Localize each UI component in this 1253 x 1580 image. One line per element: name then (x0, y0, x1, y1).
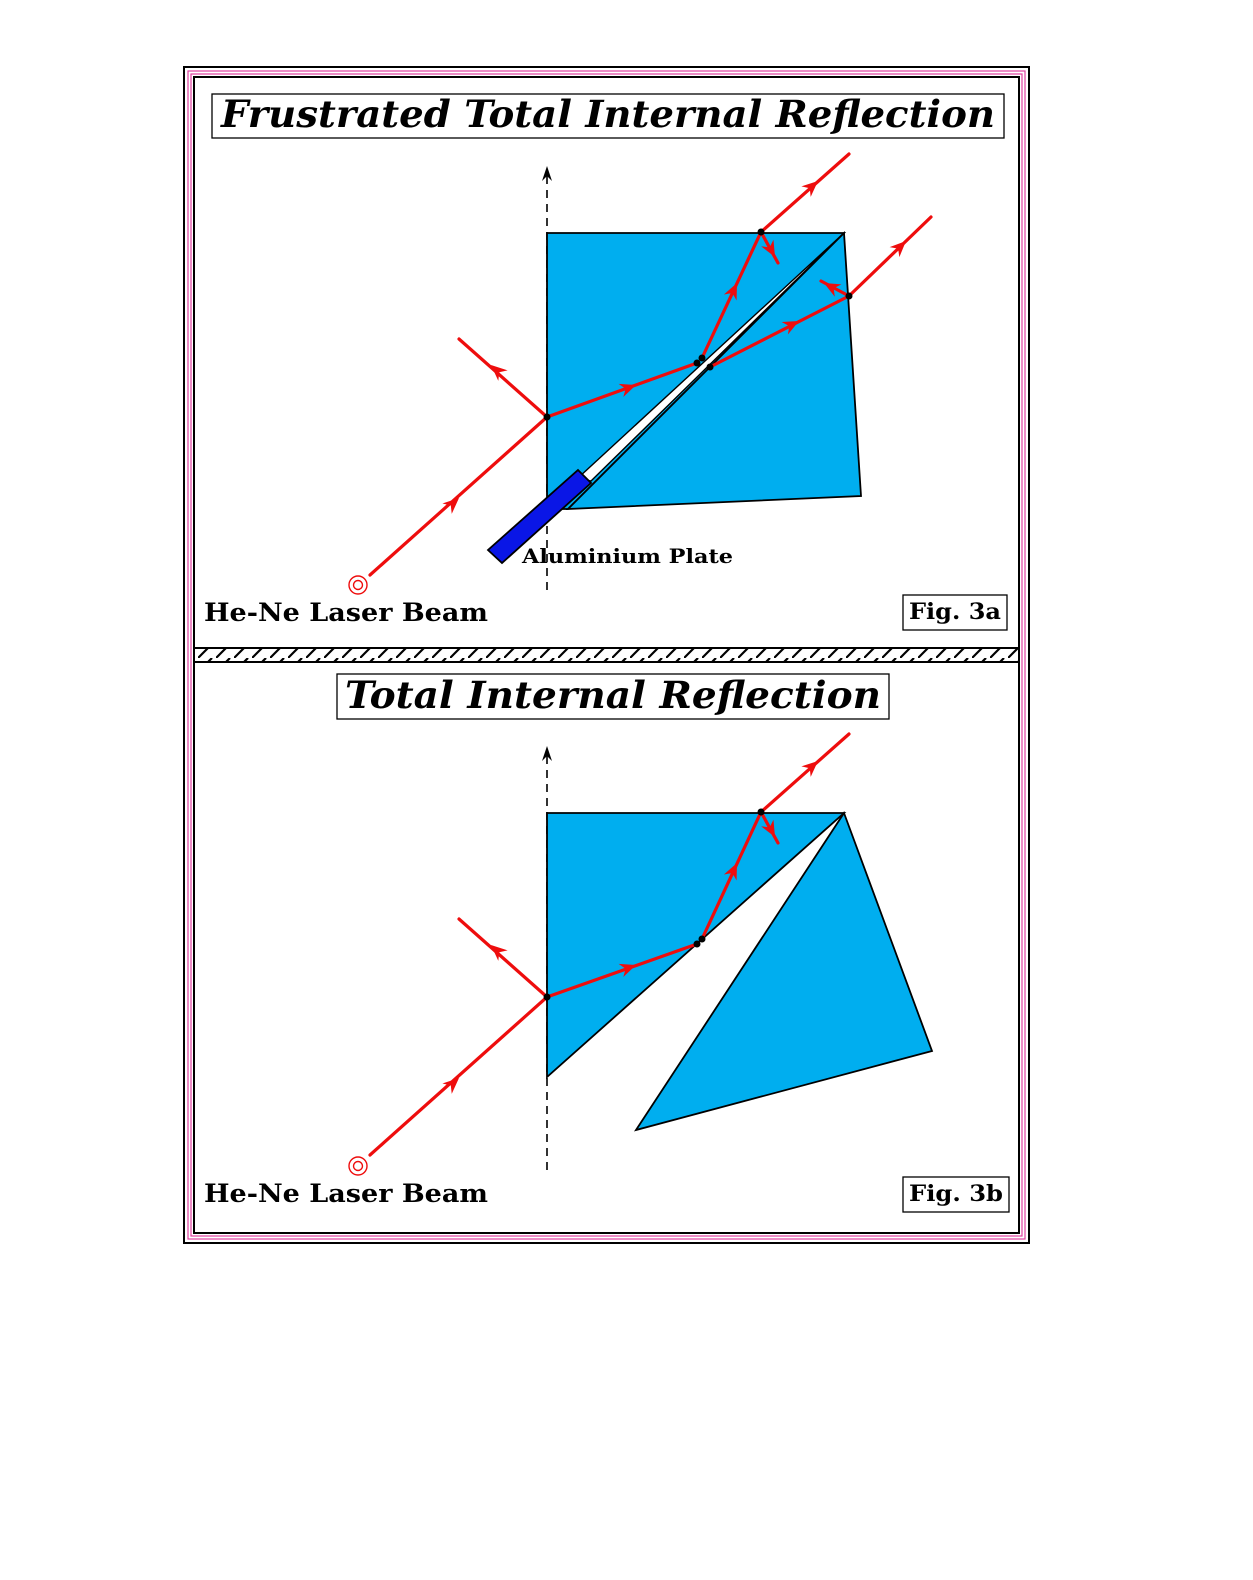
normal-axis-a (542, 166, 552, 590)
beam-arrowheads-b (442, 761, 818, 1094)
prism-right-b (633, 811, 934, 1132)
panel-a: Frustrated Total Internal Reflection Alu… (204, 92, 1008, 631)
aluminium-plate-label: Aluminium Plate (521, 544, 733, 568)
interface-points-a (543, 228, 853, 421)
panel-b: Total Internal Reflection (204, 673, 1010, 1213)
aluminium-plate (486, 468, 593, 565)
prism-right-a (565, 230, 862, 511)
beam-arrowheads-a (442, 181, 906, 514)
panel-a-title-box (211, 93, 1005, 139)
panel-b-figure-box (902, 1176, 1010, 1213)
panel-b-title-box (336, 673, 890, 720)
normal-axis-b (542, 746, 552, 1170)
panel-b-figure-label: Fig. 3b (909, 1181, 1003, 1207)
panel-a-figure-box (902, 594, 1008, 631)
panel-a-title: Frustrated Total Internal Reflection (220, 92, 995, 136)
panel-a-source-label: He-Ne Laser Beam (204, 598, 488, 627)
panel-b-source-label: He-Ne Laser Beam (204, 1179, 488, 1208)
panel-b-title: Total Internal Reflection (345, 673, 881, 717)
laser-source-icon (348, 575, 368, 595)
laser-source-icon-b (348, 1156, 368, 1176)
laser-beams-b (368, 732, 851, 1157)
laser-beams-a (368, 152, 933, 577)
interface-points-b (543, 808, 765, 1001)
panel-divider (193, 647, 1020, 663)
panel-a-figure-label: Fig. 3a (909, 599, 1001, 625)
